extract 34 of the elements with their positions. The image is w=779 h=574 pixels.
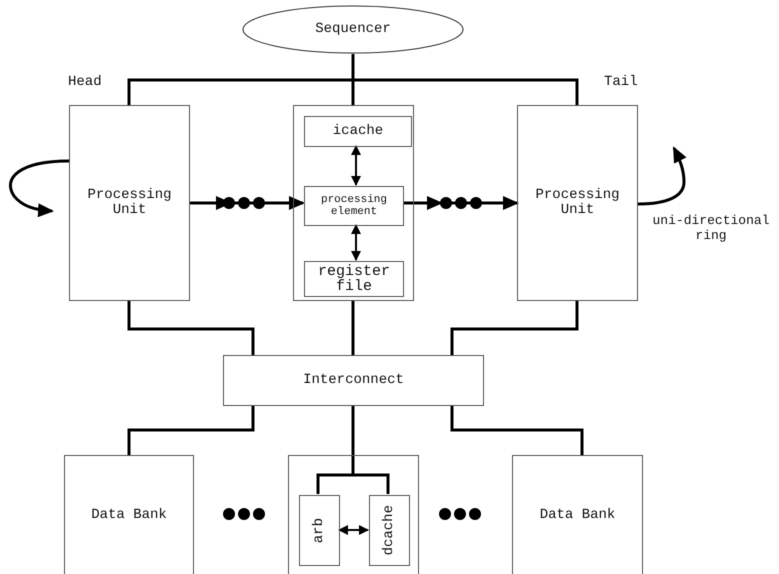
processing-unit-box: [517, 105, 638, 301]
sequencer-ellipse: [242, 5, 464, 54]
processing-element-box: [304, 186, 404, 226]
node-label: register file: [316, 264, 391, 294]
interconnect-box: [223, 355, 484, 406]
node-label: Data Bank: [540, 508, 616, 522]
node-label: icache: [332, 124, 384, 139]
node-label: Data Bank: [91, 508, 167, 522]
connector-line: [352, 301, 354, 355]
dcache-box: [369, 495, 410, 566]
connector-line: [450, 301, 578, 355]
connector-line: [352, 406, 390, 494]
node-caption: Tail: [604, 74, 638, 90]
data-bank-box: [64, 455, 194, 574]
ring-label: uni-directional ring: [651, 213, 771, 243]
node-label: processing element: [320, 194, 388, 218]
connector-line: [128, 301, 254, 355]
data-bank-box: [512, 455, 643, 574]
node-caption: Head: [68, 74, 102, 90]
data-bank-box: [288, 455, 419, 574]
connector-line: [353, 78, 578, 105]
processing-unit-box: [293, 105, 414, 301]
icache-box: [304, 116, 412, 147]
node-label: arb: [312, 518, 327, 544]
processing-unit-box: [69, 105, 190, 301]
register-file-box: [304, 261, 404, 297]
connector-line: [450, 406, 584, 455]
node-label: Interconnect: [303, 373, 404, 388]
node-label: Processing Unit: [534, 188, 620, 218]
node-label: Sequencer: [315, 22, 391, 37]
node-label: Processing Unit: [86, 188, 172, 218]
arb-box: [299, 495, 340, 566]
node-label: dcache: [382, 505, 397, 556]
connector-line: [128, 406, 254, 455]
